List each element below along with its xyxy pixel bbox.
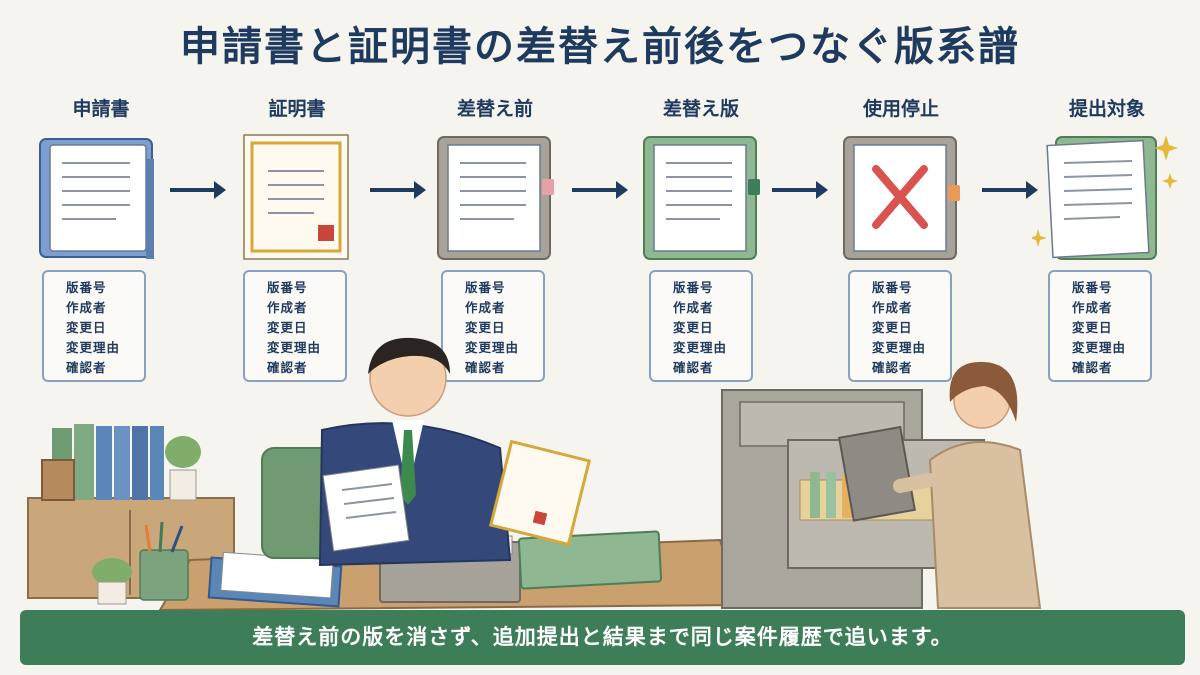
stage-label: 使用停止 — [862, 98, 939, 120]
meta-reviewer: 確認者 — [872, 360, 913, 375]
meta-version-number: 版番号 — [673, 280, 714, 295]
meta-author: 作成者 — [465, 300, 506, 315]
green-folder-sparkle-icon — [1029, 135, 1178, 260]
meta-version-number: 版番号 — [872, 280, 913, 295]
gray-folder-pink-tab-icon — [437, 136, 554, 260]
stage-label: 証明書 — [268, 98, 326, 120]
meta-author: 作成者 — [267, 300, 308, 315]
meta-version-number: 版番号 — [66, 280, 107, 295]
certificate-with-seal-icon — [243, 134, 349, 260]
meta-version-number: 版番号 — [267, 280, 308, 295]
meta-change-reason: 変更理由 — [1072, 340, 1127, 355]
page-title: 申請書と証明書の差替え前後をつなぐ版系譜 — [180, 24, 1020, 70]
stage-application: 申請書 — [26, 95, 176, 269]
meta-change-date: 変更日 — [1072, 320, 1113, 335]
meta-author: 作成者 — [66, 300, 107, 315]
meta-reviewer: 確認者 — [465, 360, 506, 375]
meta-change-date: 変更日 — [673, 320, 714, 335]
meta-reviewer: 確認者 — [673, 360, 714, 375]
woman-filing-document-icon — [893, 361, 1042, 609]
flow-arrow — [572, 181, 628, 199]
metadata-box-submission-target: 版番号 作成者 変更日 変更理由 確認者 — [1048, 270, 1152, 382]
flow-arrow — [370, 181, 426, 199]
metadata-box-discontinued: 版番号 作成者 変更日 変更理由 確認者 — [848, 270, 952, 382]
meta-author: 作成者 — [1072, 300, 1113, 315]
meta-author: 作成者 — [673, 300, 714, 315]
gray-folder-red-x-icon — [843, 136, 960, 260]
meta-author: 作成者 — [872, 300, 913, 315]
office-scene-illustration — [27, 337, 1042, 610]
blue-folder-document-icon — [39, 138, 154, 259]
meta-version-number: 版番号 — [1072, 280, 1113, 295]
meta-reviewer: 確認者 — [66, 360, 107, 375]
bookshelf-icon — [27, 424, 235, 599]
stage-label: 提出対象 — [1068, 98, 1145, 120]
meta-change-reason: 変更理由 — [66, 340, 121, 355]
stage-label: 差替え前 — [456, 98, 533, 120]
meta-change-date: 変更日 — [66, 320, 107, 335]
metadata-box-certificate: 版番号 作成者 変更日 変更理由 確認者 — [243, 270, 347, 382]
flow-arrow — [982, 181, 1038, 199]
flow-arrow — [170, 181, 226, 199]
stage-submission-target: 提出対象 — [1029, 95, 1182, 269]
meta-change-date: 変更日 — [465, 320, 506, 335]
green-folder-document-icon — [643, 136, 760, 260]
stage-discontinued: 使用停止 — [826, 95, 976, 269]
metadata-box-application: 版番号 作成者 変更日 変更理由 確認者 — [42, 270, 146, 382]
stage-before-replacement: 差替え前 — [420, 95, 570, 269]
footer-banner: 差替え前の版を消さず、追加提出と結果まで同じ案件履歴で追います。 — [20, 610, 1185, 665]
meta-change-reason: 変更理由 — [872, 340, 927, 355]
stage-replacement-version: 差替え版 — [626, 95, 776, 269]
meta-reviewer: 確認者 — [1072, 360, 1113, 375]
meta-version-number: 版番号 — [465, 280, 506, 295]
metadata-box-before-replacement: 版番号 作成者 変更日 変更理由 確認者 — [441, 270, 545, 382]
metadata-box-replacement-version: 版番号 作成者 変更日 変更理由 確認者 — [649, 270, 753, 382]
meta-change-date: 変更日 — [872, 320, 913, 335]
meta-change-date: 変更日 — [267, 320, 308, 335]
flow-arrow — [772, 181, 828, 199]
meta-change-reason: 変更理由 — [673, 340, 728, 355]
stage-certificate: 証明書 — [222, 95, 372, 269]
businessman-reviewing-documents-icon — [261, 337, 592, 567]
stage-label: 申請書 — [72, 98, 130, 120]
meta-change-reason: 変更理由 — [465, 340, 520, 355]
meta-change-reason: 変更理由 — [267, 340, 322, 355]
stage-label: 差替え版 — [662, 98, 739, 120]
meta-reviewer: 確認者 — [267, 360, 308, 375]
